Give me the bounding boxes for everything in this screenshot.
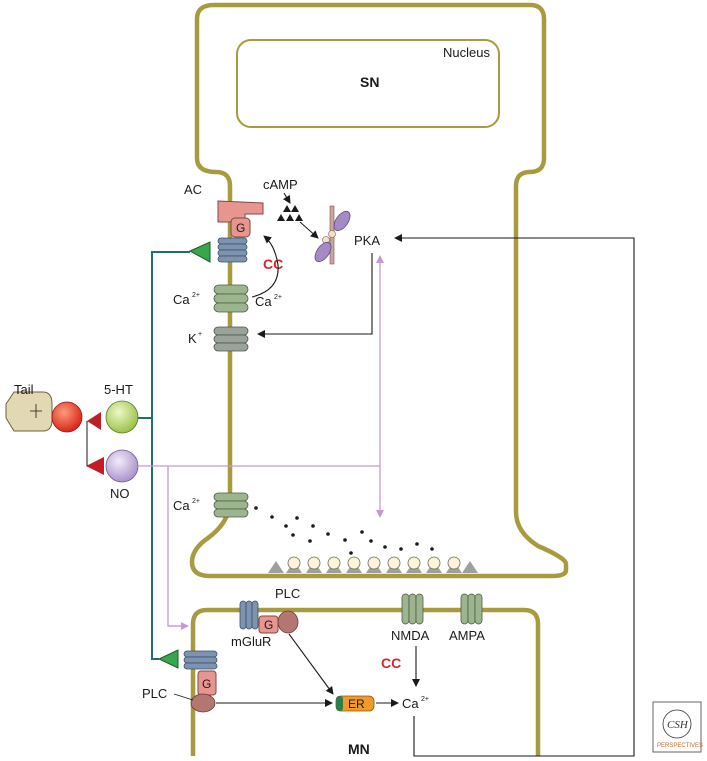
interneuron-red [51,401,83,433]
ca-charge-sn-lower: 2+ [192,498,200,505]
red-terminal-lower [86,457,104,475]
plc-mglur-to-er-arrow [288,633,334,695]
camp-arrow-1 [282,192,291,204]
tail-terminal-mark [30,404,42,418]
plc-mglur [277,610,299,634]
ca-label-mn: Ca [402,696,419,711]
ca-charge-sn-left: 2+ [192,292,200,299]
g-label-sn: G [236,221,245,235]
pka-holoenzyme [314,205,351,265]
red-terminal-upper [87,412,101,430]
retrograde-ca-to-pka-arrow [394,234,635,757]
no-pathway [138,465,380,627]
plc-label-pointer [173,693,194,701]
k-label: K [188,331,197,346]
ca-label-sn-right: Ca [255,294,272,309]
g-label-mglur: G [264,618,273,632]
adenylyl-cyclase [217,200,264,223]
ampa-label: AMPA [449,628,485,643]
cc-label-mn: CC [381,655,401,671]
serotonin-pathway [138,251,190,660]
logo-line1: CSH [667,719,689,731]
ca-charge-sn-right: 2+ [274,294,282,301]
pka-label: PKA [354,233,380,248]
serotonin-ligand-sn [188,241,211,263]
logo-line2: PERSPECTIVES [657,743,703,749]
k-charge: + [198,331,202,338]
csh-perspectives-logo: CSH PERSPECTIVES [652,701,703,753]
calcium-channel-sn-upper [213,284,249,313]
ca-to-ac-arrow [251,235,279,298]
tail-sensory [5,391,53,432]
serotonin-ligand-mn [157,649,179,669]
ca-charge-mn: 2+ [421,696,429,703]
er-green-cap [336,696,343,711]
mglur-label: mGluR [231,634,271,649]
potassium-channel [213,326,249,352]
ampa-receptor [460,593,483,625]
pka-to-k-arrow [257,253,373,338]
g-protein-sn [230,217,251,238]
camp-arrow-2 [299,221,319,239]
serotonin-receptor-sn [217,237,248,263]
nmda-label: NMDA [391,628,430,643]
ac-label: AC [184,182,202,197]
no-neuron [105,449,139,483]
serotonin-receptor-mn [183,650,218,670]
plc-mn [190,693,216,713]
nucleus [236,39,500,128]
ca-label-sn-lower: Ca [173,498,190,513]
er-label: ER [348,697,365,711]
calcium-channel-sn-lower [213,492,249,518]
nucleus-label: Nucleus [443,45,490,60]
sensory-neuron-membrane [189,2,569,579]
nmda-receptor [401,593,424,625]
tail-label: Tail [14,382,34,397]
mn-label: MN [348,741,370,757]
cc-label-sn: CC [263,256,283,272]
calcium-ions [254,506,434,555]
serotonergic-neuron [105,400,139,434]
camp-label: cAMP [263,177,298,192]
ht5-label: 5-HT [104,382,133,397]
motor-neuron-membrane [190,607,541,756]
sn-label: SN [360,74,379,90]
plc-label-upper: PLC [275,586,300,601]
synaptic-vesicles [287,556,461,570]
mglur-receptor [239,600,259,630]
plc-label-lower: PLC [142,686,167,701]
ca-label-sn-left: Ca [173,292,190,307]
no-label: NO [110,486,130,501]
camp-molecules [277,205,303,221]
g-label-mn: G [202,677,211,691]
